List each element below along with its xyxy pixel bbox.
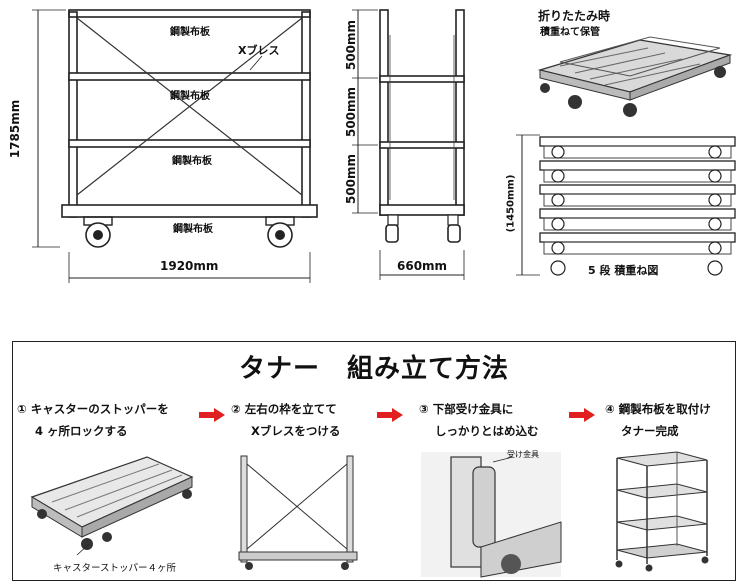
- step-3-text: ③ 下部受け金具に しっかりとはめ込む: [419, 398, 539, 442]
- step-1-caption: キャスターストッパー４ヶ所: [53, 563, 177, 574]
- front-view-svg: [32, 9, 318, 283]
- arrow-icon: [199, 408, 225, 422]
- step-2-line2: Xブレスをつける: [251, 424, 341, 438]
- folded-view: 折りたたみ時 積重ねて保管: [530, 0, 745, 125]
- step-4-line2: タナー完成: [621, 424, 679, 438]
- side-dimension-top: 500mm: [344, 19, 359, 71]
- arrow-icon: [377, 408, 403, 422]
- label-x-brace: Xブレス: [238, 44, 280, 57]
- folded-title: 折りたたみ時: [538, 9, 611, 23]
- label-shelf-mid: 鋼製布板: [170, 91, 210, 102]
- step-2-illustration: [238, 455, 358, 570]
- side-view-drawing: 500mm 500mm 500mm 660mm: [330, 0, 480, 290]
- assembly-instructions-panel: タナー 組み立て方法 ① キャスターのストッパーを 4 ヶ所ロックする ② 左右…: [12, 341, 736, 581]
- step-2-text: ② 左右の枠を立てて Xブレスをつける: [231, 398, 340, 442]
- folded-cart-illustration: [537, 36, 733, 117]
- step-1-illustration: [30, 456, 194, 556]
- stack-caption: 5 段 積重ね図: [588, 264, 659, 277]
- step-1-text: ① キャスターのストッパーを 4 ヶ所ロックする: [17, 398, 169, 442]
- stacked-carts-illustration: [516, 134, 736, 276]
- side-view-svg: [352, 9, 465, 280]
- label-shelf-top: 鋼製布板: [170, 27, 210, 38]
- stack-height-dimension: (1450mm): [505, 174, 517, 233]
- step-4-text: ④ 鋼製布板を取付け タナー完成: [605, 398, 711, 442]
- arrow-icon: [569, 408, 595, 422]
- depth-dimension: 660mm: [397, 259, 448, 273]
- step-3-line2: しっかりとはめ込む: [435, 424, 539, 438]
- step-4-illustration: [615, 451, 709, 572]
- step-3-line1: ③ 下部受け金具に: [419, 402, 514, 416]
- step-3-tag: 受け金具: [507, 450, 539, 459]
- step-4-line1: ④ 鋼製布板を取付け: [605, 402, 711, 416]
- stack-view: (1450mm) 5 段 積重ね図: [500, 125, 745, 290]
- height-dimension: 1785mm: [8, 99, 23, 159]
- step-2-line1: ② 左右の枠を立てて: [231, 402, 337, 416]
- label-shelf-low: 鋼製布板: [172, 156, 212, 167]
- step-1-line2: 4 ヶ所ロックする: [35, 424, 128, 438]
- front-view-drawing: 鋼製布板 Xブレス 鋼製布板 鋼製布板 鋼製布板 1785mm 1920mm: [0, 0, 340, 290]
- side-dimension-low: 500mm: [344, 153, 359, 205]
- folded-subtitle: 積重ねて保管: [540, 27, 600, 38]
- step-1-line1: ① キャスターのストッパーを: [17, 402, 169, 416]
- side-dimension-mid: 500mm: [344, 86, 359, 138]
- step-3-illustration: [421, 452, 562, 578]
- label-shelf-bottom: 鋼製布板: [173, 224, 213, 235]
- assembly-title: タナー 組み立て方法: [238, 354, 509, 384]
- width-dimension: 1920mm: [160, 259, 219, 273]
